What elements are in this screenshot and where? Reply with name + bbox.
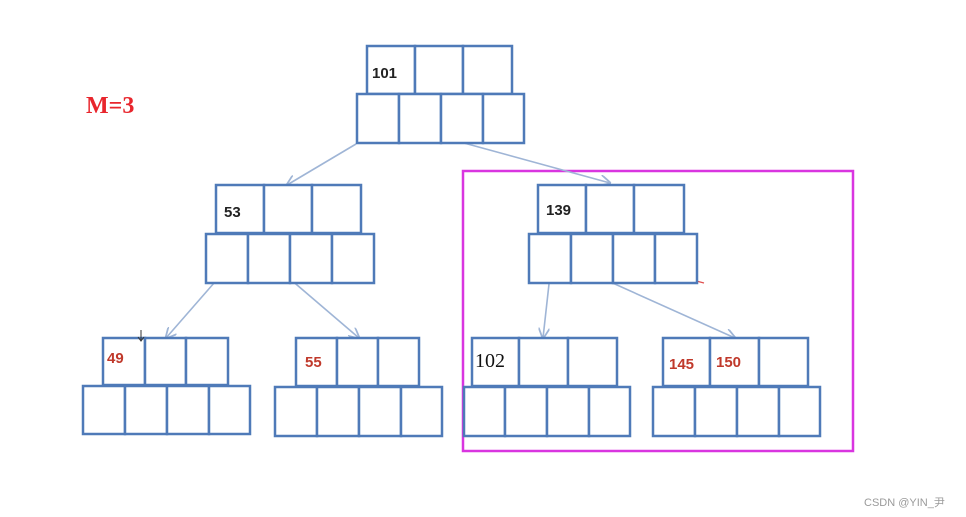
leaf4-child-cell-3 — [735, 385, 781, 438]
leaf3-child-cell-2 — [503, 385, 549, 438]
leaf1-key-cell-3 — [184, 336, 230, 387]
leaf4-key-cell-3 — [757, 336, 810, 388]
left-key-cell-1 — [214, 183, 266, 235]
leaf-node-1: 49 — [81, 336, 252, 436]
leaf1-child-cell-4 — [207, 384, 252, 436]
leaf4-key-2: 150 — [716, 354, 741, 371]
left-child-cell-4 — [330, 232, 376, 285]
leaf1-key-cell-2 — [143, 336, 188, 387]
right-child-cell-4 — [653, 232, 699, 285]
left-key-cell-3 — [310, 183, 363, 235]
root-child-cell-2 — [397, 92, 443, 145]
leaf2-child-cell-2 — [315, 385, 361, 438]
root-child-cell-1 — [355, 92, 401, 145]
leaf2-key-cell-2 — [335, 336, 380, 388]
m-order-label: M=3 — [86, 93, 134, 119]
right-child-cell-3 — [611, 232, 657, 285]
leaf2-key-1: 55 — [305, 354, 322, 371]
leaf4-child-cell-2 — [693, 385, 739, 438]
right-key-cell-2 — [584, 183, 636, 235]
leaf3-child-cell-1 — [462, 385, 507, 438]
root-child-cell-3 — [439, 92, 485, 145]
leaf3-child-cell-3 — [545, 385, 591, 438]
edge-root-left — [287, 143, 357, 185]
leaf2-child-cell-4 — [399, 385, 444, 438]
highlight-box — [461, 169, 855, 453]
leaf1-child-cell-1 — [81, 384, 127, 436]
right-key-cell-3 — [632, 183, 686, 235]
left-key-cell-2 — [262, 183, 314, 235]
leaf-node-4: 145 150 — [651, 336, 822, 438]
left-node: 53 — [204, 183, 376, 285]
leaf3-key-cell-3 — [566, 336, 619, 388]
left-key-1: 53 — [224, 204, 241, 221]
leaf4-child-cell-1 — [651, 385, 697, 438]
leaf3-child-cell-4 — [587, 385, 632, 438]
leaf2-child-cell-1 — [273, 385, 319, 438]
leaf2-key-cell-3 — [376, 336, 421, 388]
watermark: CSDN @YIN_尹 — [864, 497, 945, 509]
left-child-cell-3 — [288, 232, 334, 285]
leaf4-key-1: 145 — [669, 356, 694, 373]
left-child-cell-1 — [204, 232, 250, 285]
leaf4-child-cell-4 — [777, 385, 822, 438]
leaf-node-2: 55 — [273, 336, 444, 438]
root-key-1: 101 — [372, 65, 397, 82]
leaf2-child-cell-3 — [357, 385, 403, 438]
right-node: 139 — [527, 183, 699, 285]
root-key-cell-2 — [413, 44, 465, 96]
leaf1-child-cell-3 — [165, 384, 211, 436]
root-node: 101 — [355, 44, 526, 145]
root-child-cell-4 — [481, 92, 526, 145]
cursor-mark — [137, 330, 145, 342]
right-child-cell-2 — [569, 232, 615, 285]
right-child-cell-1 — [527, 232, 573, 285]
leaf1-child-cell-2 — [123, 384, 169, 436]
leaf3-key-cell-2 — [517, 336, 570, 388]
leaf3-key-1: 102 — [475, 350, 505, 372]
root-key-cell-3 — [461, 44, 514, 96]
left-child-cell-2 — [246, 232, 292, 285]
right-key-1: 139 — [546, 202, 571, 219]
leaf1-key-1: 49 — [107, 350, 124, 367]
leaf-node-3: 102 — [462, 336, 632, 438]
leaf2-key-cell-1 — [294, 336, 339, 388]
